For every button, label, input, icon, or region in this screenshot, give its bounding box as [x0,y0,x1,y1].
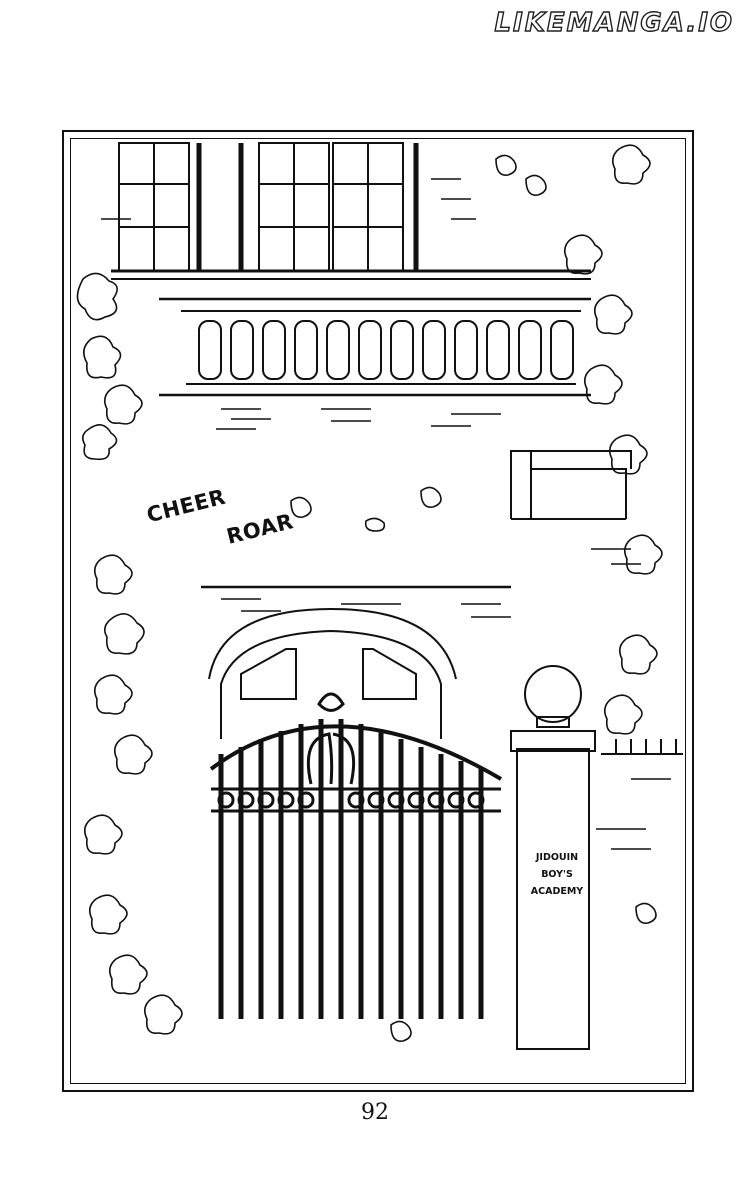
sign-line-2: BOY'S [541,869,573,880]
gate-pillar [510,450,632,1050]
panel-inner-border: CHEER ROAR JIDOUIN BOY'S ACADEMY [70,138,686,1084]
balcony-balustrade [159,297,591,397]
upper-windows [111,142,591,280]
stone-arch [201,585,511,739]
iron-gate [209,692,503,1019]
sign-line-3: ACADEMY [530,886,584,897]
academy-sign: JIDOUIN BOY'S ACADEMY [528,849,586,900]
ivy-foliage [76,144,663,1042]
site-watermark: LIKEMANGA.IO [494,7,734,38]
brick-marks [101,178,671,850]
manga-panel: CHEER ROAR JIDOUIN BOY'S ACADEMY [62,130,694,1092]
page-number: 92 [361,1100,389,1125]
sign-line-1: JIDOUIN [535,852,579,863]
academy-gate-illustration [76,142,683,1050]
side-railing [601,739,683,755]
